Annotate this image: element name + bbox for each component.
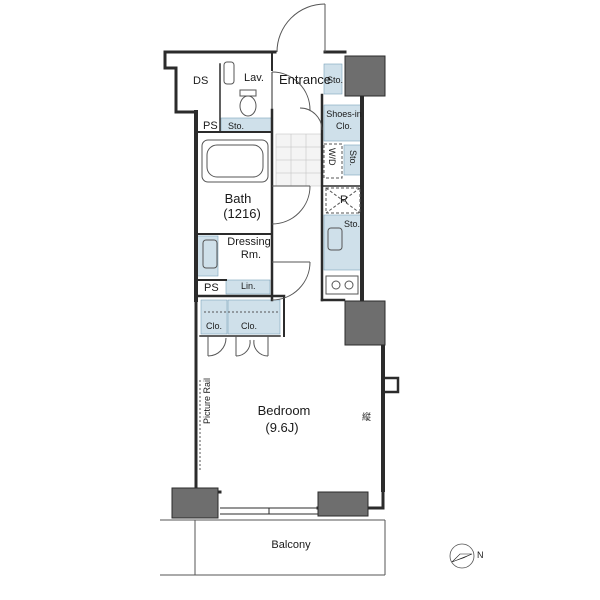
washer-dryer-icon <box>323 143 343 179</box>
room-label-dressing-rm: Rm. <box>240 249 262 261</box>
stove-icon <box>325 275 359 295</box>
room-label-bath-size: (1216) <box>223 206 261 221</box>
room-label-ds: DS <box>193 75 209 87</box>
room-label-sto-kitchen: Sto. <box>344 219 361 229</box>
column-mid-right <box>344 300 386 346</box>
washbasin-icon <box>202 239 218 269</box>
refrigerator-icon <box>325 187 361 214</box>
kitchen-sink-icon <box>327 227 343 251</box>
room-label-bedroom-size: (9.6J) <box>265 420 299 435</box>
doors <box>207 3 326 357</box>
sto-entrance-zone <box>323 63 343 95</box>
room-label-clo-2: Clo. <box>241 321 258 331</box>
room-label-lin: Lin. <box>241 281 256 291</box>
room-label-sto-lav: Sto. <box>228 121 245 131</box>
shoes-in-zone <box>323 104 363 142</box>
bedroom-window <box>220 507 318 515</box>
lin-zone <box>225 279 271 295</box>
room-label-shoes-in-clo: Clo. <box>335 121 353 131</box>
compass-icon <box>449 543 475 569</box>
side-note-label: 縦 <box>361 412 371 421</box>
lav-basin-icon <box>223 61 235 85</box>
dressing-shelf-zone <box>195 235 219 277</box>
room-label-sto-wd: Sto. <box>348 150 358 167</box>
entrance-floor <box>275 133 323 187</box>
balcony-area <box>160 519 386 576</box>
room-label-wd: W/D <box>327 148 337 166</box>
columns <box>171 55 386 519</box>
picture-rail-label: Picture Rail <box>202 378 212 425</box>
room-label-r: R <box>340 194 348 206</box>
walls <box>163 50 400 510</box>
clo-zone-1 <box>200 299 228 335</box>
room-label-dressing: Dressing <box>227 236 271 248</box>
room-label-sto-entrance: Sto. <box>327 75 344 85</box>
storage-zones <box>195 63 363 335</box>
toilet-icon <box>239 95 257 117</box>
room-label-shoes-in: Shoes-in <box>326 109 362 119</box>
bathtub-icon <box>201 139 269 183</box>
clo-zone-2 <box>227 299 281 335</box>
room-label-lav: Lav. <box>244 72 264 84</box>
column-bottom-left <box>171 487 219 519</box>
column-top-right <box>344 55 386 97</box>
compass-north-label: N <box>477 550 484 560</box>
room-label-bedroom: Bedroom <box>257 403 311 418</box>
sto-kitchen-zone <box>323 214 363 271</box>
room-label-bath: Bath <box>224 191 252 206</box>
column-bottom-right <box>317 491 369 517</box>
fixtures <box>199 61 361 470</box>
room-label-entrance: Entrance <box>279 72 332 87</box>
room-label-balcony: Balcony <box>271 539 311 551</box>
room-label-ps-top: PS <box>203 120 218 132</box>
room-label-clo-1: Clo. <box>206 321 223 331</box>
room-label-ps-mid: PS <box>204 282 219 294</box>
